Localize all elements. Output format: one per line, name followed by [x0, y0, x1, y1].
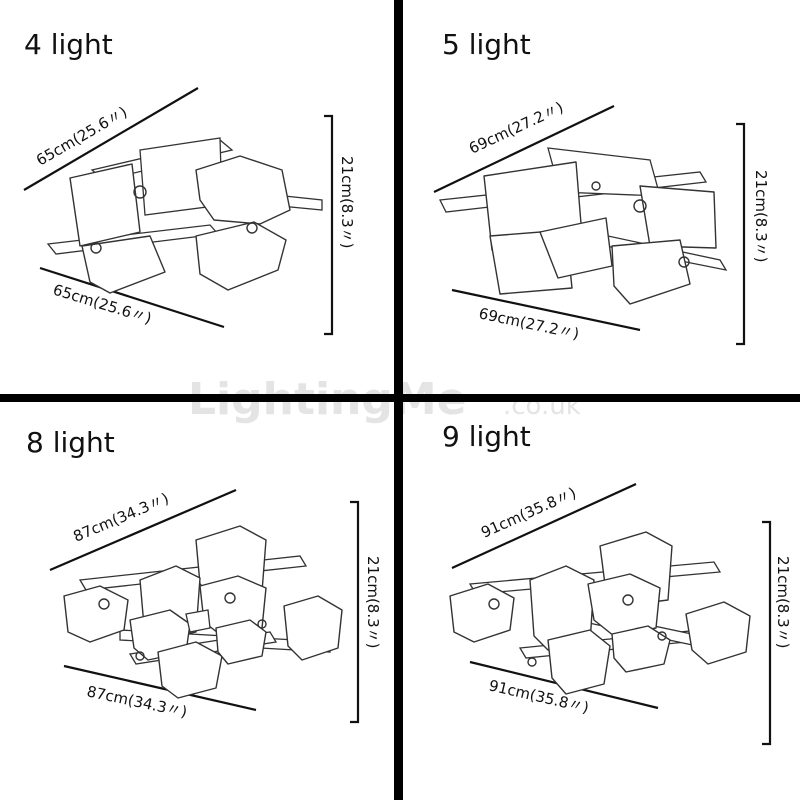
bottom-dimension-label: 69cm(27.2〃)	[477, 304, 581, 343]
panel-title: 4 light	[24, 28, 113, 61]
lamp-drawing	[449, 531, 751, 695]
panel-title: 9 light	[442, 420, 531, 453]
horizontal-divider	[0, 394, 800, 402]
height-dimension-line	[762, 520, 772, 746]
bottom-dimension-line	[63, 664, 257, 712]
top-dimension-line	[451, 482, 637, 570]
panel-4-light: 4 light 65cm(25.6〃) 65cm(25.6〃) 21cm(8.3…	[23, 28, 356, 336]
panel-title: 8 light	[26, 426, 115, 459]
bottom-dimension-line	[451, 288, 641, 332]
height-dimension-line	[736, 122, 746, 346]
top-dimension-line	[23, 87, 199, 191]
height-dimension-label: 21cm(8.3〃)	[338, 156, 356, 249]
lamp-drawing	[439, 147, 728, 305]
height-dimension-label: 21cm(8.3〃)	[364, 556, 382, 649]
height-dimension-line	[350, 500, 360, 724]
bottom-dimension-line	[39, 266, 225, 329]
panel-title: 5 light	[442, 28, 531, 61]
top-dimension-line	[433, 105, 615, 193]
lamp-drawing	[63, 525, 343, 699]
lamp-drawing	[46, 137, 323, 294]
height-dimension-line	[324, 114, 334, 336]
panel-9-light: 9 light 91cm(35.8〃) 91cm(35.8〃) 21cm(8.3…	[442, 420, 792, 746]
height-dimension-label: 21cm(8.3〃)	[774, 556, 792, 649]
height-dimension-label: 21cm(8.3〃)	[752, 170, 770, 263]
panel-5-light: 5 light 69cm(27.2〃) 69cm(27.2〃) 21cm(8.3…	[433, 28, 770, 346]
top-dimension-line	[49, 488, 237, 572]
panel-8-light: 8 light 87cm(34.3〃) 87cm(34.3〃) 21cm(8.3…	[26, 426, 382, 724]
top-dimension-label: 87cm(34.3〃)	[71, 489, 172, 545]
